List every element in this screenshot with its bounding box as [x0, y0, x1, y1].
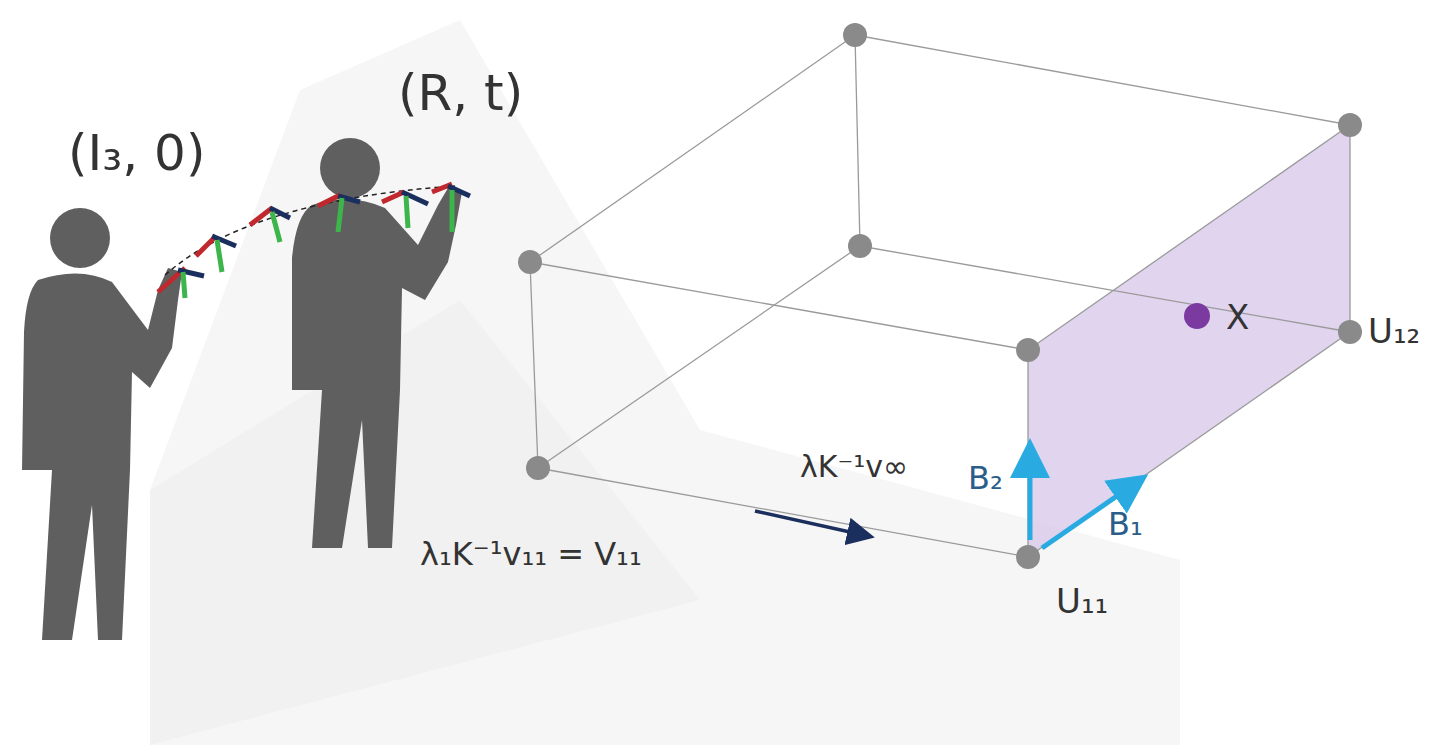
trajectory [165, 186, 455, 275]
box-edges [530, 35, 1350, 557]
plane-face [1028, 125, 1350, 557]
basis-arrow [1028, 448, 1033, 540]
basis-label: B₁ [1108, 508, 1143, 540]
point-label: X [1226, 300, 1249, 334]
vector-label: λ₁K⁻¹v₁₁ = V₁₁ [420, 538, 642, 570]
corner-dot [518, 23, 1362, 569]
pose-label: (I₃, 0) [68, 128, 205, 178]
corner-label: U₁₁ [1056, 584, 1108, 618]
basis-label: B₂ [968, 462, 1003, 494]
point-x [1184, 303, 1210, 329]
pose-label: (R, t) [398, 68, 523, 118]
person-silhouette [292, 138, 462, 548]
camera-axes [158, 184, 470, 298]
corner-label: U₁₂ [1368, 314, 1420, 348]
background-shade [150, 300, 700, 745]
vanishing-direction-arrow [755, 511, 868, 536]
background-shade [150, 20, 1180, 745]
vector-label: λK⁻¹v∞ [800, 452, 908, 482]
person-silhouette [22, 208, 182, 640]
